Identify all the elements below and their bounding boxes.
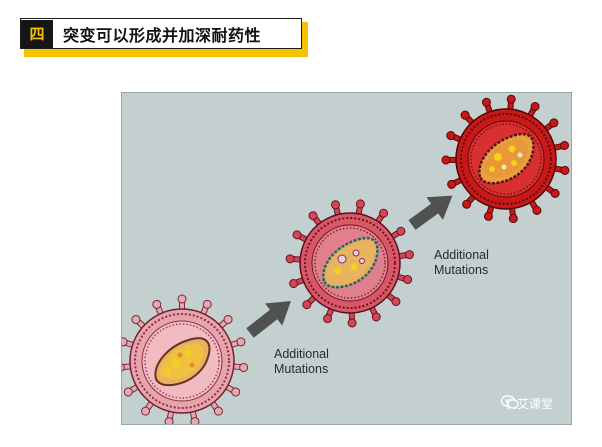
mutation-illustration: Additional Mutations Additional Mutation…	[121, 92, 572, 425]
watermark: 优艾课堂	[500, 395, 553, 412]
mutation-label-1-line2: Mutations	[274, 362, 329, 376]
virus-pale	[122, 294, 249, 424]
mutation-label-2-line2: Mutations	[434, 263, 489, 277]
section-header: 四 突变可以形成并加深耐药性	[20, 18, 302, 49]
arrow-1	[246, 300, 291, 338]
section-title: 突变可以形成并加深耐药性	[63, 25, 262, 45]
mutation-label-2-line1: Additional	[434, 248, 489, 262]
virus-medium	[285, 199, 414, 328]
virus-red	[441, 94, 570, 224]
mutation-label-1: Additional Mutations	[274, 347, 329, 377]
watermark-text: 优艾课堂	[504, 397, 553, 411]
mutation-label-2: Additional Mutations	[434, 248, 489, 278]
section-number-badge: 四	[21, 19, 53, 48]
arrow-2	[408, 195, 453, 230]
mutation-label-1-line1: Additional	[274, 347, 329, 361]
